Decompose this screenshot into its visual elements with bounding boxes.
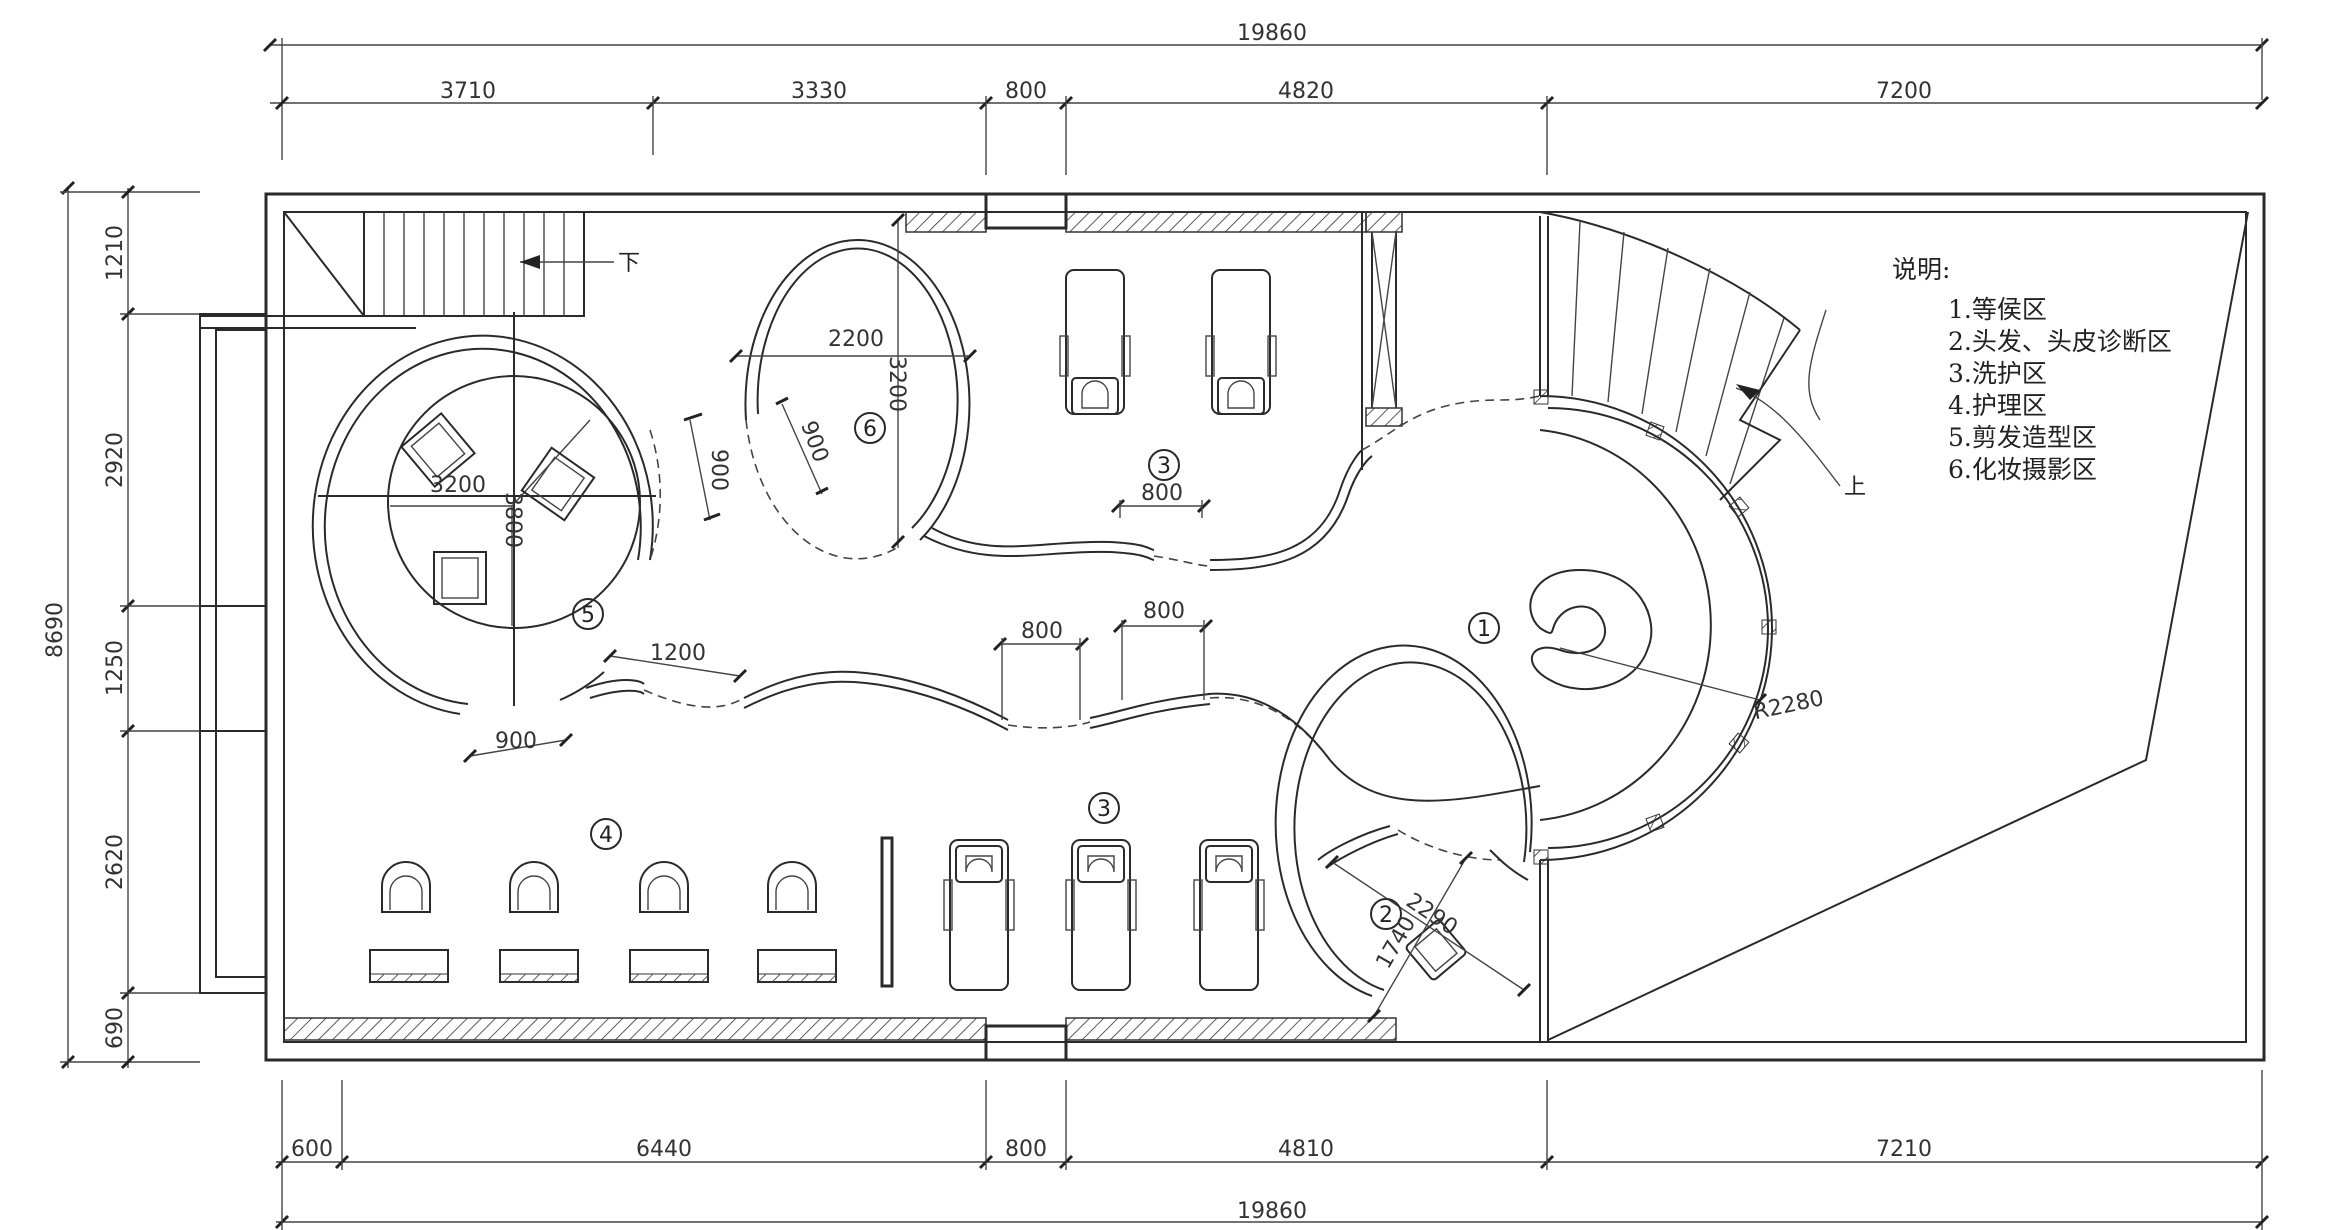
top-seg-1: 3710 [440, 79, 496, 104]
wash-bed-icon [1059, 269, 1131, 415]
central-corridor: 800 800 [585, 395, 1541, 802]
svg-text:3: 3 [1097, 797, 1111, 822]
bottom-dimension-segments: 600 6440 800 4810 7210 [274, 1070, 2270, 1230]
left-seg-1: 1210 [103, 225, 128, 281]
care-table-icon [369, 949, 449, 983]
legend-item-6: 6.化妆摄影区 [1948, 455, 2097, 484]
stair-up-label: 上 [1844, 475, 1866, 500]
svg-text:3: 3 [1157, 454, 1171, 479]
left-seg-4: 2620 [103, 834, 128, 890]
top-seg-2: 3330 [791, 79, 847, 104]
bottom-seg-1: 600 [291, 1137, 333, 1162]
chair-icon [399, 411, 477, 489]
room-5-cutting-area: 3200 3800 900 900 1200 [311, 312, 748, 764]
left-seg-2: 2920 [103, 432, 128, 488]
stair-up: 上 [1539, 211, 1866, 501]
wash-bed-icon [943, 839, 1015, 991]
top-dimension-segments: 3710 3330 800 4820 7200 [270, 79, 2270, 175]
room-2-diagnosis-area: 2290 1740 [1274, 644, 1533, 1024]
zone-marker-4: 4 [590, 818, 622, 850]
top-seg-4: 4820 [1278, 79, 1334, 104]
upper-wash-area: 800 [923, 269, 1373, 571]
legend-item-5: 5.剪发造型区 [1948, 423, 2097, 452]
left-seg-3: 1250 [103, 640, 128, 696]
bottom-seg-5: 7210 [1876, 1137, 1932, 1162]
top-seg-3: 800 [1005, 79, 1047, 104]
bottom-dimension-total: 19860 [274, 1080, 2270, 1230]
bottom-seg-4: 4810 [1278, 1137, 1334, 1162]
room6-width-label: 2200 [828, 327, 884, 352]
outer-walls [199, 192, 2266, 1062]
top-seg-5: 7200 [1876, 79, 1932, 104]
corridor-door-a-label: 800 [1021, 619, 1063, 644]
legend-item-2: 2.头发、头皮诊断区 [1948, 327, 2172, 356]
left-seg-5: 690 [103, 1007, 128, 1049]
chair-icon [520, 446, 596, 522]
room6-door-label: 900 [795, 418, 833, 466]
legend-item-4: 4.护理区 [1948, 391, 2047, 420]
stair-down: 下 [200, 211, 640, 329]
bottom-seg-2: 6440 [636, 1137, 692, 1162]
svg-text:5: 5 [581, 603, 595, 628]
right-open-area [1547, 211, 2249, 1041]
room5-width-label: 3200 [430, 473, 486, 498]
passage-1200-label: 1200 [650, 641, 706, 666]
room6-height-label: 3200 [884, 356, 909, 412]
room-6-makeup-area: 2200 3200 900 [728, 212, 978, 560]
reception-waiting-area: R2280 [1529, 389, 1826, 865]
left-dimension-total: 8690 [43, 180, 200, 1070]
left-dimension-segments: 1210 2920 1250 2620 690 [103, 184, 200, 1070]
bottom-seg-3: 800 [1005, 1137, 1047, 1162]
legend: 说明: 1.等侯区 2.头发、头皮诊断区 3.洗护区 4.护理区 5.剪发造型区… [1892, 255, 2172, 484]
wash-bed-icon [1193, 839, 1265, 991]
care-area [369, 861, 837, 983]
reception-desk-icon [1529, 568, 1653, 691]
left-total-label: 8690 [43, 602, 68, 658]
zone-marker-3-upper: 3 [1148, 449, 1180, 481]
care-chair-icon [639, 861, 689, 913]
wash-bed-icon [1205, 269, 1277, 415]
corridor-door-b-label: 800 [1143, 599, 1185, 624]
legend-item-3: 3.洗护区 [1948, 359, 2047, 388]
room5-depth-label: 3800 [500, 492, 525, 548]
wash-bed-icon [1065, 839, 1137, 991]
room5-gap-label: 900 [706, 449, 731, 491]
bottom-total-label: 19860 [1237, 1199, 1307, 1224]
lower-wash-area [880, 836, 1265, 991]
wash-door-upper-label: 800 [1141, 481, 1183, 506]
room5-door-label: 900 [495, 729, 537, 754]
stair-down-label: 下 [618, 251, 640, 276]
care-chair-icon [381, 861, 431, 913]
svg-text:1: 1 [1477, 617, 1491, 642]
chair-icon [433, 551, 487, 605]
legend-title: 说明: [1892, 255, 1950, 284]
care-table-icon [629, 949, 709, 983]
svg-text:6: 6 [863, 417, 877, 442]
zone-marker-6: 6 [854, 412, 886, 444]
zone-marker-2: 2 [1370, 898, 1402, 930]
svg-text:2: 2 [1379, 903, 1393, 928]
zone-marker-3-lower: 3 [1088, 792, 1120, 824]
care-table-icon [499, 949, 579, 983]
care-table-icon [757, 949, 837, 983]
legend-item-1: 1.等侯区 [1948, 295, 2047, 324]
top-total-label: 19860 [1237, 21, 1307, 46]
zone-marker-1: 1 [1468, 612, 1500, 644]
zone-marker-5: 5 [572, 598, 604, 630]
top-dimension-total: 19860 [262, 21, 2270, 160]
care-chair-icon [767, 861, 817, 913]
svg-text:4: 4 [599, 823, 613, 848]
care-chair-icon [509, 861, 559, 913]
